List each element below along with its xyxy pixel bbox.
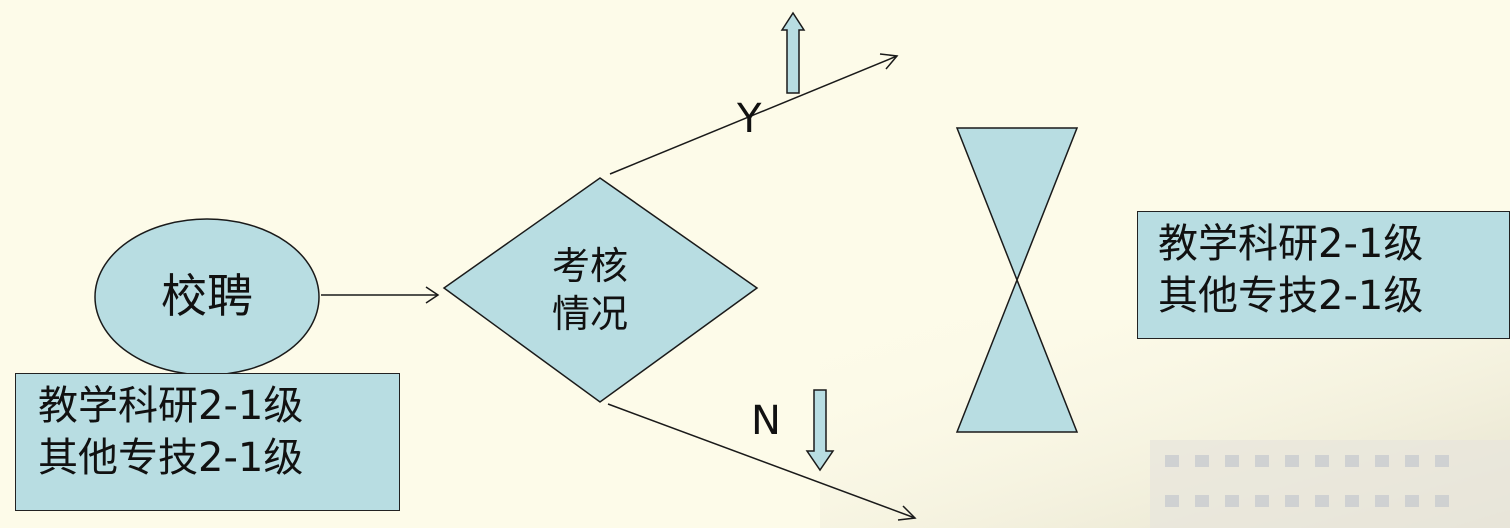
start-node-label: 校聘 bbox=[161, 269, 253, 323]
right-box-line-2: 其他专技2-1级 bbox=[1158, 273, 1424, 319]
left-box-line-1: 教学科研2-1级 bbox=[38, 383, 304, 429]
arrow-no-branch bbox=[607, 403, 917, 521]
arrow-start-to-decision bbox=[321, 286, 440, 304]
decision-label-line-2: 情况 bbox=[551, 292, 628, 336]
yes-branch-label: Y bbox=[737, 96, 762, 142]
hourglass-shape bbox=[955, 127, 1079, 433]
up-arrow-icon bbox=[780, 11, 806, 94]
right-box-line-1: 教学科研2-1级 bbox=[1158, 221, 1424, 267]
right-level-box: 教学科研2-1级 其他专技2-1级 bbox=[1137, 211, 1510, 339]
decision-diamond-node bbox=[442, 177, 759, 403]
decision-node-label: 考核 情况 bbox=[505, 242, 675, 338]
decision-label-line-1: 考核 bbox=[551, 244, 628, 288]
left-level-box: 教学科研2-1级 其他专技2-1级 bbox=[15, 373, 400, 511]
arrow-yes-branch bbox=[609, 53, 899, 175]
down-arrow-icon bbox=[805, 389, 835, 472]
left-box-line-2: 其他专技2-1级 bbox=[38, 435, 304, 481]
no-branch-label: N bbox=[751, 398, 781, 444]
